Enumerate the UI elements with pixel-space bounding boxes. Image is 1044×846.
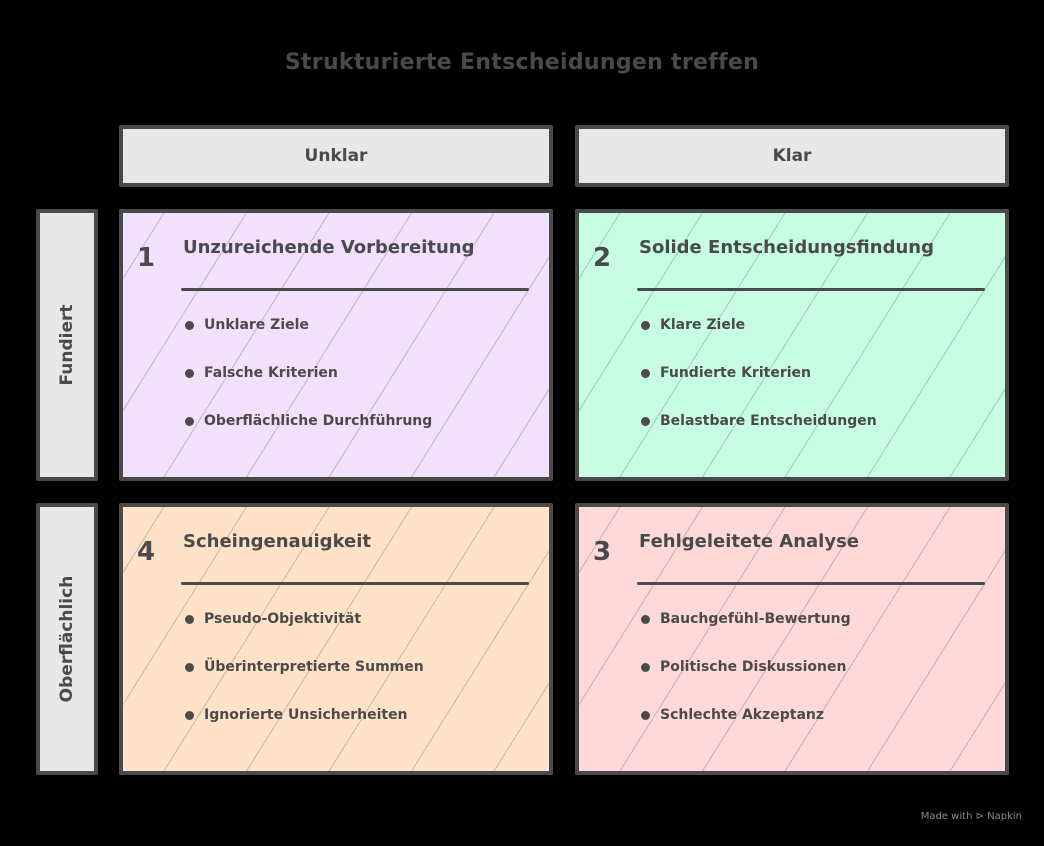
bullet-icon bbox=[185, 615, 194, 624]
bullet-icon bbox=[185, 663, 194, 672]
quadrant-number: 1 bbox=[137, 243, 156, 273]
quadrant-title: Scheingenauigkeit bbox=[183, 531, 372, 552]
list-item: Belastbare Entscheidungen bbox=[639, 413, 877, 461]
column-header-unklar: Unklar bbox=[119, 125, 553, 187]
bullet-icon bbox=[185, 369, 194, 378]
diagram-title: Strukturierte Entscheidungen treffen bbox=[284, 50, 760, 75]
list-item: Politische Diskussionen bbox=[639, 659, 851, 707]
bullet-icon bbox=[185, 321, 194, 330]
column-header-label: Unklar bbox=[304, 146, 368, 166]
item-text: Politische Diskussionen bbox=[660, 659, 847, 675]
quadrant-number: 3 bbox=[593, 537, 612, 567]
bullet-icon bbox=[185, 711, 194, 720]
quadrant-1: 1 Unzureichende Vorbereitung Unklare Zie… bbox=[119, 209, 553, 481]
item-text: Bauchgefühl-Bewertung bbox=[660, 611, 851, 627]
quadrant-4: 4 Scheingenauigkeit Pseudo-Objektivität … bbox=[119, 503, 553, 775]
item-text: Schlechte Akzeptanz bbox=[660, 707, 825, 723]
item-text: Ignorierte Unsicherheiten bbox=[204, 707, 408, 723]
quadrant-number: 2 bbox=[593, 243, 612, 273]
bullet-icon bbox=[641, 663, 650, 672]
column-header-klar: Klar bbox=[575, 125, 1009, 187]
list-item: Fundierte Kriterien bbox=[639, 365, 877, 413]
item-text: Oberflächliche Durchführung bbox=[204, 413, 433, 429]
quadrant-2: 2 Solide Entscheidungsfindung Klare Ziel… bbox=[575, 209, 1009, 481]
item-text: Belastbare Entscheidungen bbox=[660, 413, 877, 429]
quadrant-title: Fehlgeleitete Analyse bbox=[639, 531, 860, 552]
list-item: Schlechte Akzeptanz bbox=[639, 707, 851, 755]
row-header-fundiert: Fundiert bbox=[36, 209, 98, 481]
item-text: Pseudo-Objektivität bbox=[204, 611, 362, 627]
list-item: Ignorierte Unsicherheiten bbox=[183, 707, 424, 755]
item-text: Unklare Ziele bbox=[204, 317, 309, 333]
row-header-label: Fundiert bbox=[57, 304, 77, 386]
bullet-icon bbox=[641, 321, 650, 330]
bullet-icon bbox=[641, 711, 650, 720]
item-text: Überinterpretierte Summen bbox=[204, 659, 424, 675]
bullet-icon bbox=[641, 417, 650, 426]
quadrant-title: Unzureichende Vorbereitung bbox=[183, 237, 475, 258]
list-item: Oberflächliche Durchführung bbox=[183, 413, 432, 461]
bullet-icon bbox=[185, 417, 194, 426]
bullet-icon bbox=[641, 615, 650, 624]
item-list: Klare Ziele Fundierte Kriterien Belastba… bbox=[639, 317, 877, 461]
quadrant-number: 4 bbox=[137, 537, 156, 567]
item-text: Falsche Kriterien bbox=[204, 365, 338, 381]
item-text: Klare Ziele bbox=[660, 317, 746, 333]
list-item: Überinterpretierte Summen bbox=[183, 659, 424, 707]
divider bbox=[637, 288, 985, 291]
list-item: Bauchgefühl-Bewertung bbox=[639, 611, 851, 659]
item-list: Unklare Ziele Falsche Kriterien Oberfläc… bbox=[183, 317, 432, 461]
list-item: Klare Ziele bbox=[639, 317, 877, 365]
list-item: Falsche Kriterien bbox=[183, 365, 432, 413]
divider bbox=[181, 288, 529, 291]
item-text: Fundierte Kriterien bbox=[660, 365, 811, 381]
divider bbox=[637, 582, 985, 585]
column-header-label: Klar bbox=[772, 146, 812, 166]
row-header-label: Oberflächlich bbox=[57, 575, 77, 703]
item-list: Bauchgefühl-Bewertung Politische Diskuss… bbox=[639, 611, 851, 755]
row-header-oberflaechlich: Oberflächlich bbox=[36, 503, 98, 775]
quadrant-title: Solide Entscheidungsfindung bbox=[639, 237, 934, 258]
list-item: Pseudo-Objektivität bbox=[183, 611, 424, 659]
quadrant-3: 3 Fehlgeleitete Analyse Bauchgefühl-Bewe… bbox=[575, 503, 1009, 775]
divider bbox=[181, 582, 529, 585]
list-item: Unklare Ziele bbox=[183, 317, 432, 365]
item-list: Pseudo-Objektivität Überinterpretierte S… bbox=[183, 611, 424, 755]
made-with-napkin-credit: Made with ⊳ Napkin bbox=[920, 811, 1022, 822]
bullet-icon bbox=[641, 369, 650, 378]
